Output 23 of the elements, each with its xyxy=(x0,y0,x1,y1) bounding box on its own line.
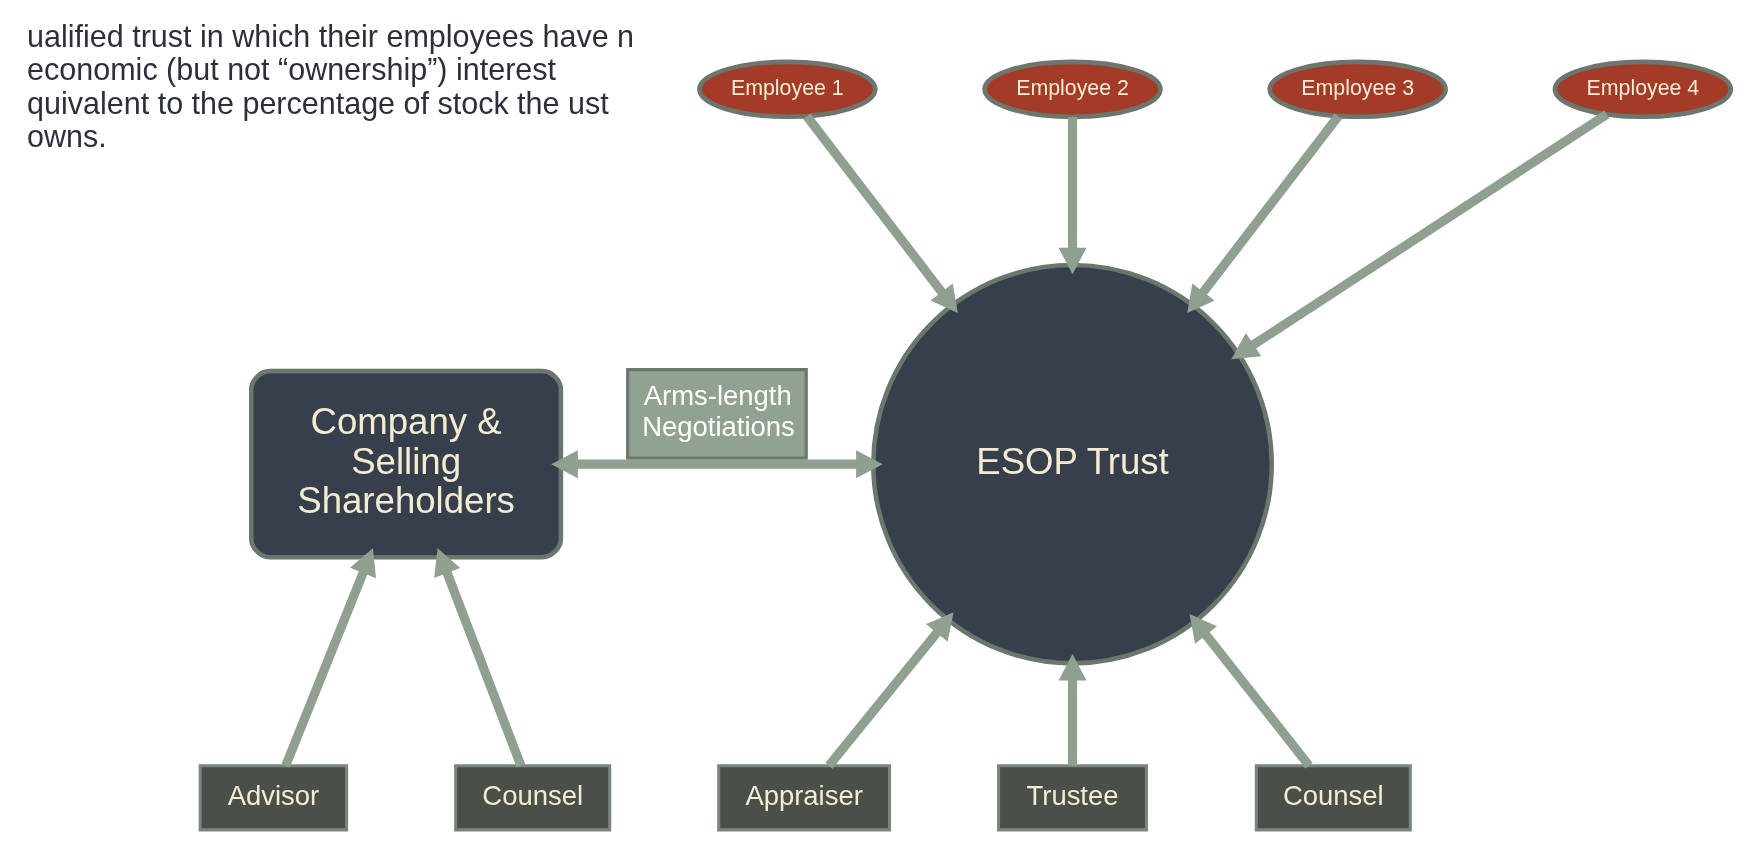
node-circle: ESOP Trust xyxy=(871,262,1274,666)
label: ualified trust in which their employees have n economic (but not “ownership”) interest quivalent to the percentage of stock the ust owns. xyxy=(27,18,635,154)
arrow xyxy=(1189,614,1313,769)
node-ellipse: Employee 1 xyxy=(697,59,878,120)
arrow xyxy=(1058,653,1087,766)
node-box: Advisor xyxy=(198,764,349,832)
arrow xyxy=(434,548,526,768)
arrow xyxy=(1187,113,1342,314)
arrow xyxy=(281,548,377,768)
node-ellipse: Employee 4 xyxy=(1552,59,1734,120)
arrow xyxy=(825,612,954,769)
node-box: Counsel xyxy=(454,764,612,832)
arrow xyxy=(1058,117,1087,275)
arrow xyxy=(1231,110,1610,360)
node-box: Company & Selling Shareholders xyxy=(249,368,564,560)
node-ellipse: Employee 2 xyxy=(982,59,1163,120)
arrow xyxy=(803,113,958,314)
node-box: Trustee xyxy=(997,764,1148,832)
node-ellipse: Employee 3 xyxy=(1267,59,1448,120)
node-box: Appraiser xyxy=(717,764,892,832)
arrow xyxy=(551,450,883,479)
node-box: Counsel xyxy=(1254,764,1412,832)
edge-label: Arms-length Negotiations xyxy=(642,380,795,442)
